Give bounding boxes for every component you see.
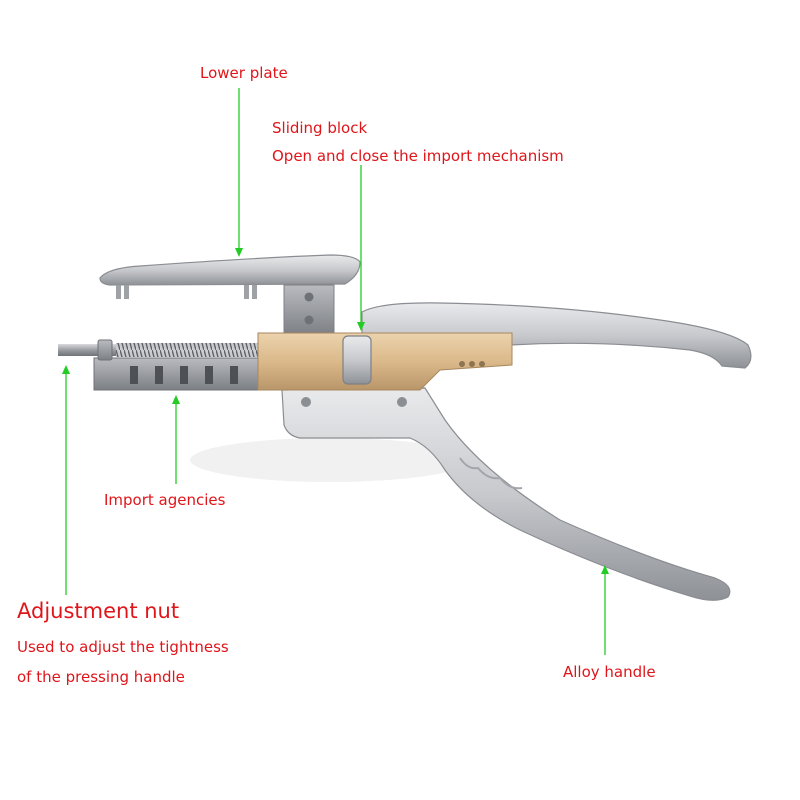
label-alloy-handle: Alloy handle bbox=[563, 663, 656, 681]
handle-screw-2 bbox=[397, 397, 407, 407]
import-slot-4 bbox=[205, 366, 213, 384]
plate-pin-2 bbox=[124, 285, 129, 299]
handle-grip-ridges bbox=[459, 457, 523, 490]
gold-screw-2 bbox=[469, 361, 475, 367]
upper-handle bbox=[361, 302, 752, 369]
plate-pin-3 bbox=[244, 285, 249, 299]
spring bbox=[116, 343, 258, 357]
alloy-handle bbox=[281, 387, 731, 601]
sliding-block-part bbox=[342, 335, 372, 385]
import-slot-2 bbox=[155, 366, 163, 384]
arrowhead-adjustment-nut bbox=[62, 365, 70, 374]
bracket-screw-1 bbox=[304, 292, 314, 302]
arrowhead-alloy-handle bbox=[601, 565, 609, 574]
bracket-screw-2 bbox=[304, 315, 314, 325]
label-adjustment-nut: Adjustment nut bbox=[17, 599, 180, 623]
arrowhead-import-agencies bbox=[172, 395, 180, 404]
label-sliding-block: Sliding block bbox=[272, 119, 368, 137]
gold-screw-1 bbox=[459, 361, 465, 367]
label-import-agencies: Import agencies bbox=[104, 491, 226, 509]
arrowhead-sliding-block bbox=[357, 322, 365, 331]
label-adjustment-nut-desc-1: Used to adjust the tightness bbox=[17, 638, 229, 656]
label-adjustment-nut-desc-2: of the pressing handle bbox=[17, 668, 185, 686]
gold-screw-3 bbox=[479, 361, 485, 367]
label-sliding-block-desc: Open and close the import mechanism bbox=[272, 147, 564, 165]
import-slot-1 bbox=[130, 366, 138, 384]
tool-shadow bbox=[190, 438, 470, 482]
label-lower-plate: Lower plate bbox=[200, 64, 288, 82]
gold-body bbox=[257, 332, 513, 391]
arrowhead-lower-plate bbox=[235, 248, 243, 257]
import-slot-3 bbox=[180, 366, 188, 384]
lower-plate-part bbox=[99, 254, 361, 286]
handle-screw-1 bbox=[301, 397, 311, 407]
pointer-arrows bbox=[62, 88, 609, 655]
import-slot-5 bbox=[230, 366, 238, 384]
adjustment-nut-part bbox=[97, 339, 113, 361]
plate-pin-1 bbox=[116, 285, 121, 299]
plate-pin-4 bbox=[252, 285, 257, 299]
